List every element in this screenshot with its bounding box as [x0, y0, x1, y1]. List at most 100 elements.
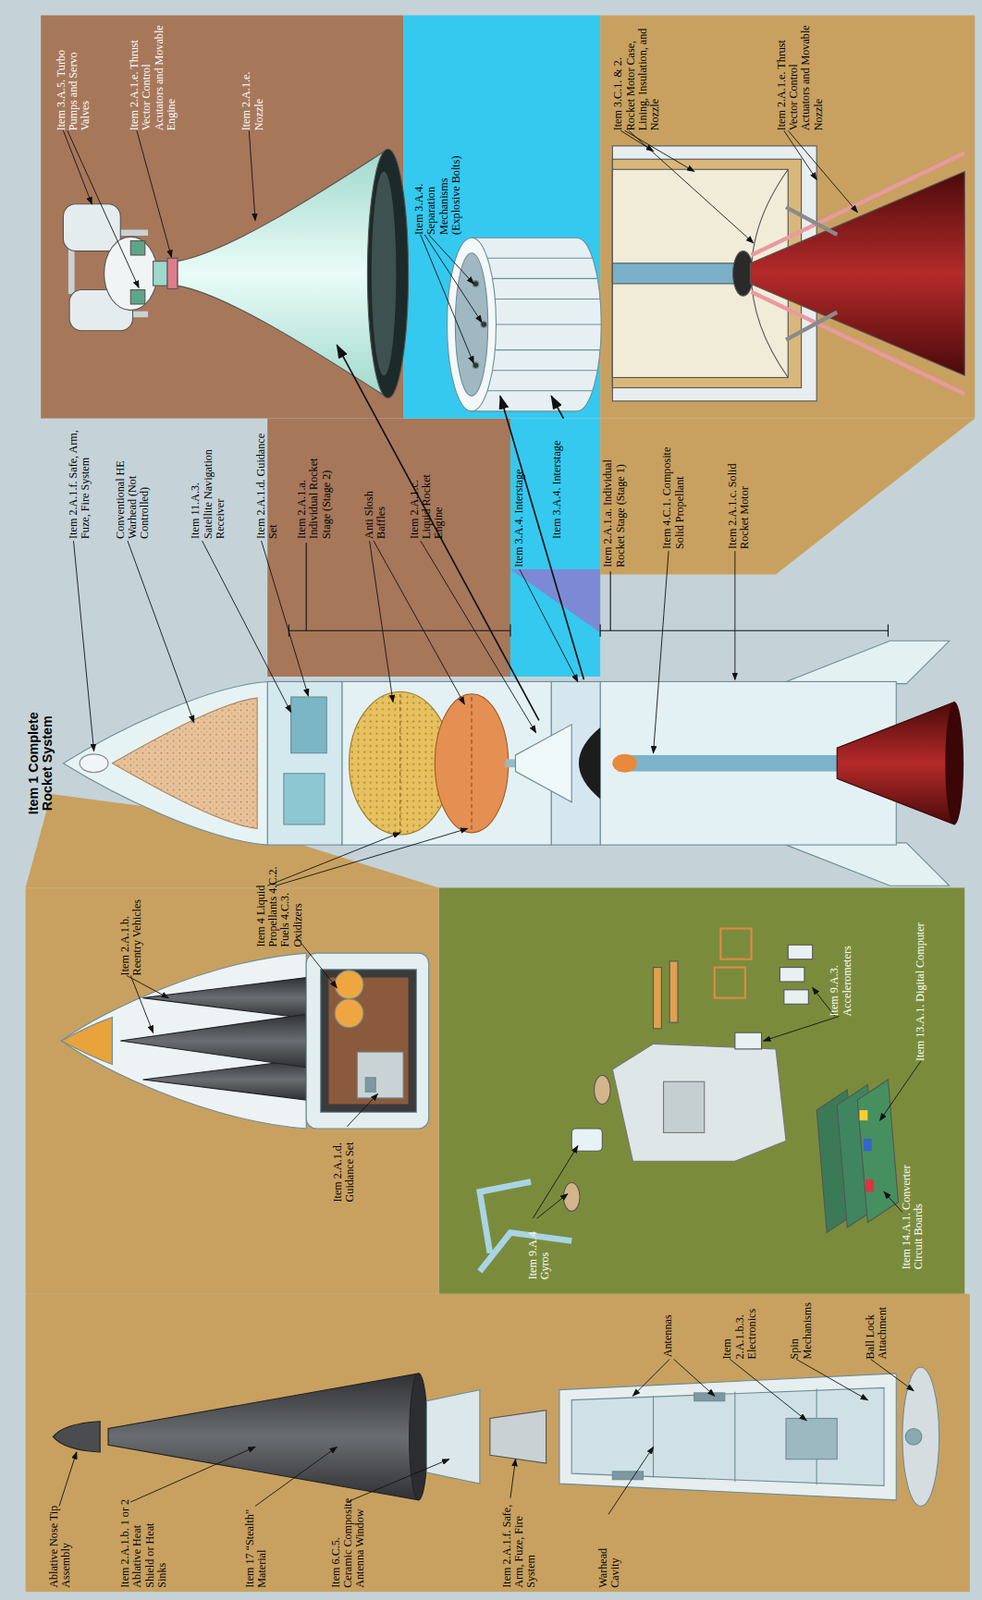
guidance-set-exploded: [653, 968, 663, 1030]
rocket: [612, 754, 637, 774]
leader-line: [373, 540, 465, 705]
engine-illustration: [153, 261, 168, 286]
part-label: Antennas: [662, 1296, 675, 1358]
callout-label: Anti Slosh Baffles: [363, 475, 388, 539]
rocket: [111, 698, 258, 829]
callout-label: Item 4.C.1. Composite Solid Propellant: [661, 447, 686, 550]
callout-label: Item 4 Liquid Propellants 4.C.2. Fuels 4…: [255, 848, 304, 947]
rocket: [781, 843, 950, 886]
part-label: Item 17 “Stealth” Material: [244, 1506, 269, 1588]
rocket: [578, 727, 601, 799]
part-label: Warhead Cavity: [597, 1516, 622, 1588]
guidance-set-exploded: [784, 990, 809, 1005]
guidance-set-exploded: [593, 1076, 611, 1105]
reentry-cluster: [356, 1052, 404, 1099]
reentry-cluster: [334, 970, 364, 1000]
reentry-cluster: [306, 953, 429, 1130]
callout-label: Item 2.A.1.a. Individual Rocket Stage (S…: [601, 434, 627, 568]
part-label: Item 13.A.1. Digital Computer: [914, 908, 927, 1063]
background: [510, 569, 601, 633]
callout-label: Item 3.A.4. Interstage: [551, 418, 564, 540]
leader-line: [734, 551, 736, 680]
part-label: Item 2.A.1.e. Thrust Vector Control Acut…: [128, 24, 177, 132]
leader-line: [73, 540, 94, 751]
warhead-exploded: [559, 1374, 897, 1501]
leader-line: [628, 130, 754, 243]
guidance-set-exploded: [612, 1043, 786, 1162]
rocket: [945, 702, 964, 825]
separation-ring: [447, 237, 602, 412]
rocket: [62, 681, 268, 846]
rocket: [291, 697, 328, 754]
leader-line: [420, 540, 537, 734]
engine-illustration: [167, 257, 178, 289]
part-label: Item 14.A.1. Converter Circuit Boards: [900, 1147, 925, 1270]
part-label: Item 3.C.1. & 2. Rocket Motor Case, Lini…: [612, 24, 661, 132]
warhead-exploded: [490, 1411, 547, 1464]
engine-illustration: [367, 148, 408, 398]
stage-bracket: [509, 625, 511, 638]
part-label: Item 3.A.4. Separation Mechanisms (Explo…: [413, 135, 462, 235]
callout-arrow: [500, 395, 585, 680]
part-label: Item 3.A.5. Turbo Pumps and Servo Valves: [55, 28, 92, 131]
background: [267, 418, 511, 677]
rocket: [267, 681, 343, 846]
callout-label: Item 2.A.1.c. Solid Rocket Motor: [726, 447, 751, 550]
callout-label: Conventional HE Warhead (Not Controlled): [114, 449, 151, 540]
part-label: Item 2.A.1.b. Reentry Vehicles: [119, 890, 144, 977]
stage-bracket: [600, 625, 602, 638]
leader-line: [275, 828, 468, 886]
stage-bracket: [610, 571, 612, 631]
callout-label: Item 2.A.1.f. Safe, Arm, Fuze, Fire Syst…: [67, 418, 92, 540]
part-label: Item 9.A.3. Accelerometers: [828, 914, 853, 1017]
part-label: Item 6.C.5. Ceramic Composite Antenna Wi…: [330, 1498, 367, 1589]
engine-illustration: [104, 236, 158, 310]
rocket: [62, 640, 964, 886]
part-label: Ball Lock Attachment: [864, 1294, 889, 1361]
part-label: Item 2.A.1.b.3. Electronics: [721, 1294, 758, 1361]
leader-line: [346, 1093, 378, 1127]
leader-line: [653, 551, 670, 754]
solid-motor-cutaway: [612, 263, 735, 284]
callout-label: Item 11.A.3. Satellite Navigation Receiv…: [189, 444, 226, 540]
callout-label: Item 2.A.1.a. Individual Rocket Stage (S…: [295, 447, 332, 540]
reentry-cluster: [120, 1014, 307, 1068]
guidance-set-exploded: [859, 1110, 869, 1121]
callout-label: Item 2.A.1.d. Guidance Set: [255, 418, 280, 540]
part-label: Item 2.A.1.d. Guidance Set: [331, 1127, 356, 1203]
stage-bracket: [288, 630, 511, 632]
part-label: Item 9.A.4 Gyros: [527, 1218, 552, 1280]
warhead-exploded: [571, 1387, 884, 1486]
rocket: [470, 697, 472, 831]
part-label: Item 2.A.1.f. Safe, Arm, Fuze, Fire Syst…: [501, 1494, 538, 1589]
separation-ring: [484, 257, 602, 392]
leader-line: [202, 540, 292, 712]
engine-illustration: [371, 171, 396, 376]
engine-illustration: [130, 290, 145, 305]
stage-bracket: [288, 542, 888, 638]
separation-ring: [447, 237, 497, 412]
reentry-cluster: [365, 1078, 376, 1093]
leader-line: [267, 833, 401, 886]
part-label: Item 2.A.1.e. Nozzle: [241, 49, 266, 131]
stage-bracket: [600, 630, 888, 632]
warhead-exploded: [409, 1374, 429, 1501]
rocket: [434, 694, 508, 834]
warhead-exploded: [426, 1390, 479, 1486]
guidance-set-exploded: [563, 1182, 580, 1212]
guidance-set-exploded: [669, 961, 678, 1023]
part-label: Item 2.A.1.b. 1 or 2 Ablative Heat Shiel…: [119, 1498, 168, 1589]
part-label: Ablative Nose Tip Assembly: [48, 1502, 73, 1589]
background: [600, 418, 975, 576]
callout-label: Item 2.A.1.c. Liquid Rocket Engine: [408, 457, 445, 540]
rocket: [781, 640, 950, 684]
rocket: [836, 702, 961, 825]
separation-ring: [454, 253, 488, 397]
rocket: [79, 754, 109, 774]
rocket: [617, 755, 837, 773]
leader-line: [261, 540, 309, 697]
rocket: [515, 724, 572, 803]
